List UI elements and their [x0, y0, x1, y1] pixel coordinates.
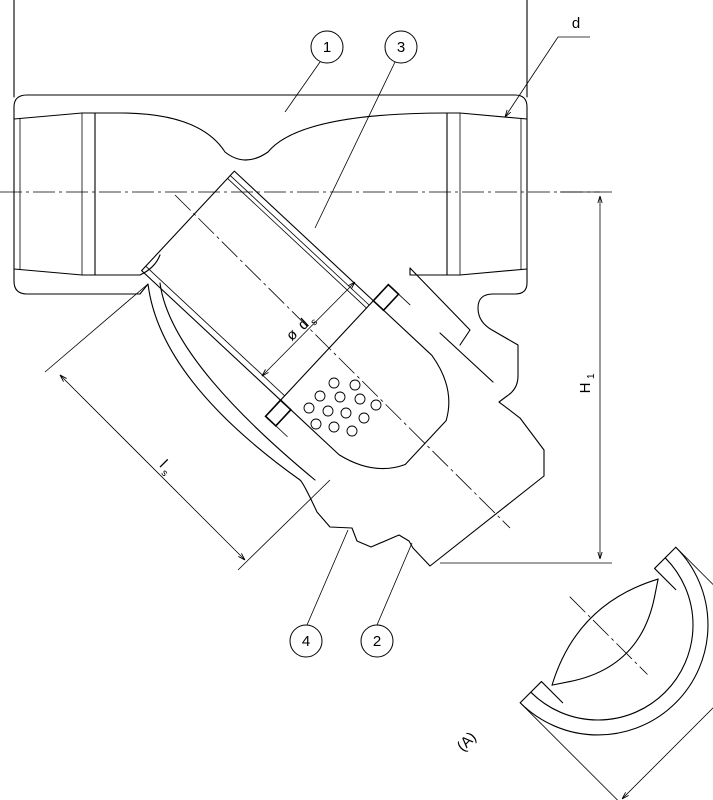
- label-screen-diameter: ø d s: [283, 315, 320, 345]
- gasket-lower: [264, 399, 292, 427]
- label-thread-d: d: [572, 15, 580, 32]
- leader-2: [376, 542, 413, 626]
- dimension-ds: [262, 282, 355, 376]
- svg-text:s: s: [309, 317, 320, 328]
- section-view-a: [519, 546, 713, 800]
- dimension-ls: [44, 283, 331, 571]
- svg-text:2: 2: [373, 633, 381, 650]
- svg-text:ø: ø: [283, 326, 301, 345]
- label-view-a: (A): [454, 729, 480, 755]
- leader-3: [314, 61, 396, 229]
- label-h1: H 1: [577, 373, 597, 393]
- screen-perforations: [303, 377, 382, 437]
- gasket-upper: [372, 283, 400, 312]
- balloon-1: 1: [310, 30, 344, 64]
- dimension-h1: [440, 191, 612, 564]
- leader-d: [505, 36, 590, 117]
- strainer-body: [13, 0, 545, 567]
- svg-text:4: 4: [302, 633, 310, 650]
- cap-plug: [280, 300, 450, 470]
- balloon-3: 3: [384, 30, 418, 64]
- leader-1: [284, 61, 321, 113]
- svg-text:(A): (A): [454, 729, 480, 755]
- svg-text:1: 1: [586, 373, 597, 379]
- screen-cylinder: [141, 170, 374, 401]
- label-ls: l s: [156, 457, 170, 479]
- svg-text:3: 3: [397, 39, 405, 56]
- svg-text:s: s: [159, 468, 170, 479]
- leader-4: [306, 529, 349, 626]
- balloon-4: 4: [289, 624, 323, 658]
- svg-text:1: 1: [323, 39, 331, 56]
- balloon-2: 2: [360, 624, 394, 658]
- svg-text:H: H: [577, 383, 594, 394]
